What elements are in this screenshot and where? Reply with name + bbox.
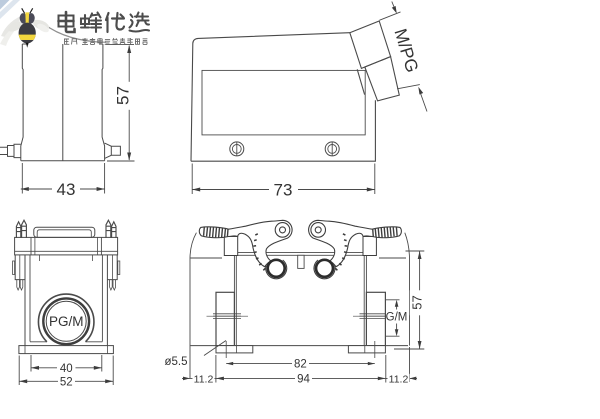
svg-text:11.2: 11.2 xyxy=(389,373,409,385)
svg-text:57: 57 xyxy=(409,295,424,309)
svg-text:ø5.5: ø5.5 xyxy=(164,356,187,368)
svg-text:40: 40 xyxy=(60,363,73,375)
svg-text:52: 52 xyxy=(60,376,73,388)
svg-text:57: 57 xyxy=(113,86,132,105)
svg-text:82: 82 xyxy=(294,358,307,370)
svg-text:PG/M: PG/M xyxy=(49,314,84,329)
svg-text:11.2: 11.2 xyxy=(194,373,214,385)
svg-text:73: 73 xyxy=(274,181,293,200)
svg-text:G/M: G/M xyxy=(386,312,408,324)
svg-text:M/PG: M/PG xyxy=(390,26,422,75)
svg-text:43: 43 xyxy=(57,180,76,199)
svg-text:94: 94 xyxy=(297,373,310,385)
